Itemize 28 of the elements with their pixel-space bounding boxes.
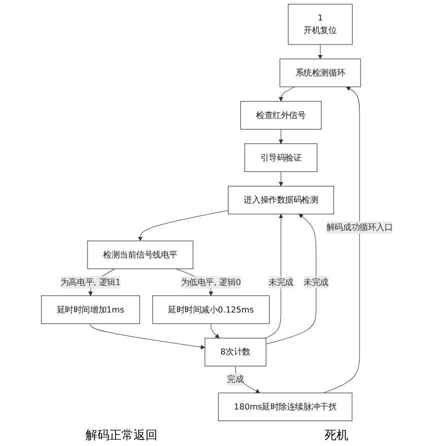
edge-label: 完成 bbox=[227, 374, 244, 384]
node-box: 180ms延时除连续脉冲干扰 bbox=[218, 392, 352, 422]
arrow bbox=[90, 323, 206, 350]
note-label: 解码正常返回 bbox=[86, 427, 158, 444]
node-box: 进入操作数据码检测 bbox=[228, 186, 334, 214]
arrow bbox=[266, 214, 316, 344]
node-box: 检测当前信号线电平 bbox=[87, 240, 194, 270]
arrow bbox=[210, 323, 220, 338]
node-box: 检查红外信号 bbox=[240, 101, 322, 130]
node-box: 系统检测循环 bbox=[280, 58, 361, 88]
arrow bbox=[138, 210, 228, 242]
node-box: 延时时间减小0.125ms bbox=[152, 295, 270, 324]
node-box: 延时时间增加1ms bbox=[41, 295, 140, 324]
edge-label: 解码成功循环入口 bbox=[326, 222, 393, 232]
arrow bbox=[278, 86, 295, 102]
edge-label: 未完成 bbox=[268, 277, 294, 287]
arrow bbox=[318, 44, 322, 60]
arrow bbox=[278, 171, 284, 186]
note-label: 死机 bbox=[324, 427, 348, 444]
arrow bbox=[278, 129, 284, 144]
arrow bbox=[322, 86, 360, 394]
node-box: 1 开机复位 bbox=[288, 4, 353, 45]
edge-label: 为高电平, 逻辑1 bbox=[60, 277, 121, 287]
node-box: 引导码验证 bbox=[244, 143, 318, 172]
edge-label: 未完成 bbox=[304, 277, 329, 287]
edge-label: 为低电平, 逻辑0 bbox=[180, 277, 242, 287]
node-box: 8次计数 bbox=[204, 338, 266, 366]
arrow bbox=[265, 214, 284, 338]
